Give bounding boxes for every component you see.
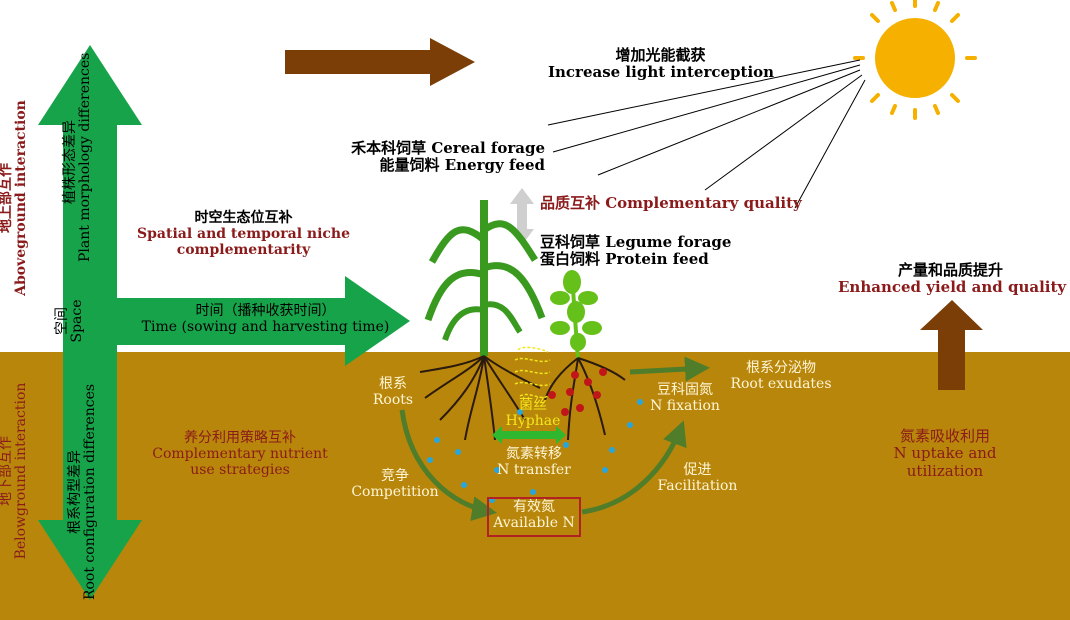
- plant-morphology-label: 植株形态差异 Plant morphology differences: [62, 52, 107, 262]
- competition-arrow: [399, 409, 497, 522]
- available-n-label: 有效氮 Available N: [487, 499, 581, 531]
- aboveground-zh: 地上部互作: [0, 163, 14, 233]
- roots-zh: 根系: [379, 376, 407, 392]
- soil-layer: [0, 352, 1070, 620]
- cereal-label: 禾本科饲草 Cereal forage 能量饲料 Energy feed: [343, 139, 545, 175]
- niche-en-line2: complementarity: [176, 242, 311, 259]
- hyphae-en: Hyphae: [505, 413, 561, 430]
- hyphae-icon: [514, 346, 551, 399]
- n-uptake-en-line2: utilization: [906, 461, 984, 480]
- cereal-line2: 能量饲料 Energy feed: [379, 156, 545, 175]
- root-exudates-en: Root exudates: [730, 376, 832, 393]
- competition-zh: 竞争: [381, 468, 409, 484]
- belowground-zh: 地下部互作: [0, 436, 14, 506]
- belowground-label: 地下部互作 Belowground interaction: [0, 371, 45, 571]
- niche-zh: 时空生态位互补: [194, 210, 293, 226]
- available-n-zh: 有效氮: [513, 499, 555, 515]
- yield-zh: 产量和品质提升: [897, 261, 1003, 279]
- available-n-en: Available N: [493, 515, 575, 532]
- n-transfer-zh: 氮素转移: [506, 446, 562, 462]
- root-configuration-label: 根系构型差异 Root configuration differences: [67, 362, 112, 620]
- light-zh: 增加光能截获: [615, 46, 706, 64]
- corn-plant-icon: [424, 200, 546, 356]
- root-config-zh: 根系构型差异: [67, 450, 83, 534]
- nutrient-strategy-zh: 养分利用策略互补: [184, 430, 296, 446]
- cereal-line1: 禾本科饲草 Cereal forage: [351, 139, 545, 157]
- n-fixation-zh: 豆科固氮: [657, 382, 713, 398]
- n-uptake-label: 氮素吸收利用 N uptake and utilization: [860, 427, 1030, 480]
- nutrient-strategy-label: 养分利用策略互补 Complementary nutrient use stra…: [140, 430, 340, 478]
- belowground-en: Belowground interaction: [13, 382, 30, 560]
- facilitation-label: 促进 Facilitation: [645, 462, 750, 494]
- competition-label: 竞争 Competition: [340, 468, 450, 500]
- legume-line1: 豆科饲草 Legume forage: [540, 233, 732, 251]
- competition-en: Competition: [351, 484, 439, 501]
- light-ray-lines: [547, 59, 866, 209]
- roots-en: Roots: [372, 392, 414, 409]
- plant-morph-en: Plant morphology differences: [77, 52, 94, 262]
- niche-en-line1: Spatial and temporal niche: [137, 226, 350, 243]
- n-uptake-zh: 氮素吸收利用: [899, 427, 990, 445]
- nutrient-strategy-en-line1: Complementary nutrient: [152, 446, 328, 463]
- legume-line2: 蛋白饲料 Protein feed: [540, 250, 709, 269]
- aboveground-label: 地上部互作 Aboveground interaction: [0, 98, 45, 298]
- nodule-dots: [548, 368, 607, 416]
- root-exudates-arrow: [629, 356, 710, 382]
- niche-label: 时空生态位互补 Spatial and temporal niche compl…: [136, 210, 351, 258]
- hyphae-zh: 菌丝: [519, 397, 547, 413]
- time-arrow: [117, 276, 410, 366]
- complementary-quality-label: 品质互补 Complementary quality: [540, 194, 802, 212]
- yield-label: 产量和品质提升 Enhanced yield and quality: [838, 261, 1067, 297]
- nutrient-strategy-en-line2: use strategies: [190, 462, 290, 479]
- light-arrow: [285, 38, 475, 86]
- light-en: Increase light interception: [548, 63, 775, 82]
- available-n-box: [487, 497, 581, 537]
- n-transfer-label: 氮素转移 N transfer: [474, 446, 594, 478]
- facilitation-arrow: [581, 420, 687, 515]
- n-fixation-en: N fixation: [650, 398, 720, 415]
- root-exudates-label: 根系分泌物 Root exudates: [720, 360, 842, 392]
- time-zh: 时间（播种收获时间）: [195, 303, 336, 319]
- n-fixation-label: 豆科固氮 N fixation: [640, 382, 730, 414]
- light-label: 增加光能截获 Increase light interception: [548, 46, 775, 82]
- root-config-en: Root configuration differences: [82, 383, 99, 601]
- time-label: 时间（播种收获时间） Time (sowing and harvesting t…: [128, 303, 403, 335]
- n-transfer-en: N transfer: [497, 462, 571, 479]
- time-en: Time (sowing and harvesting time): [141, 319, 390, 336]
- n-uptake-en-line1: N uptake and: [893, 444, 997, 463]
- space-double-arrow: [38, 45, 142, 600]
- yield-up-arrow: [920, 300, 983, 390]
- root-exudates-zh: 根系分泌物: [746, 360, 816, 376]
- aboveground-en: Aboveground interaction: [13, 100, 30, 296]
- sun-icon: [853, 0, 977, 120]
- legume-plant-icon: [550, 270, 602, 361]
- hyphae-label: 菌丝 Hyphae: [498, 397, 568, 429]
- yield-en: Enhanced yield and quality: [838, 278, 1067, 297]
- roots-label: 根系 Roots: [360, 376, 426, 408]
- n-transfer-arrow: [492, 426, 566, 444]
- facilitation-en: Facilitation: [657, 478, 738, 495]
- plant-morph-zh: 植株形态差异: [62, 120, 78, 204]
- facilitation-zh: 促进: [683, 462, 712, 478]
- legume-label: 豆科饲草 Legume forage 蛋白饲料 Protein feed: [540, 233, 732, 269]
